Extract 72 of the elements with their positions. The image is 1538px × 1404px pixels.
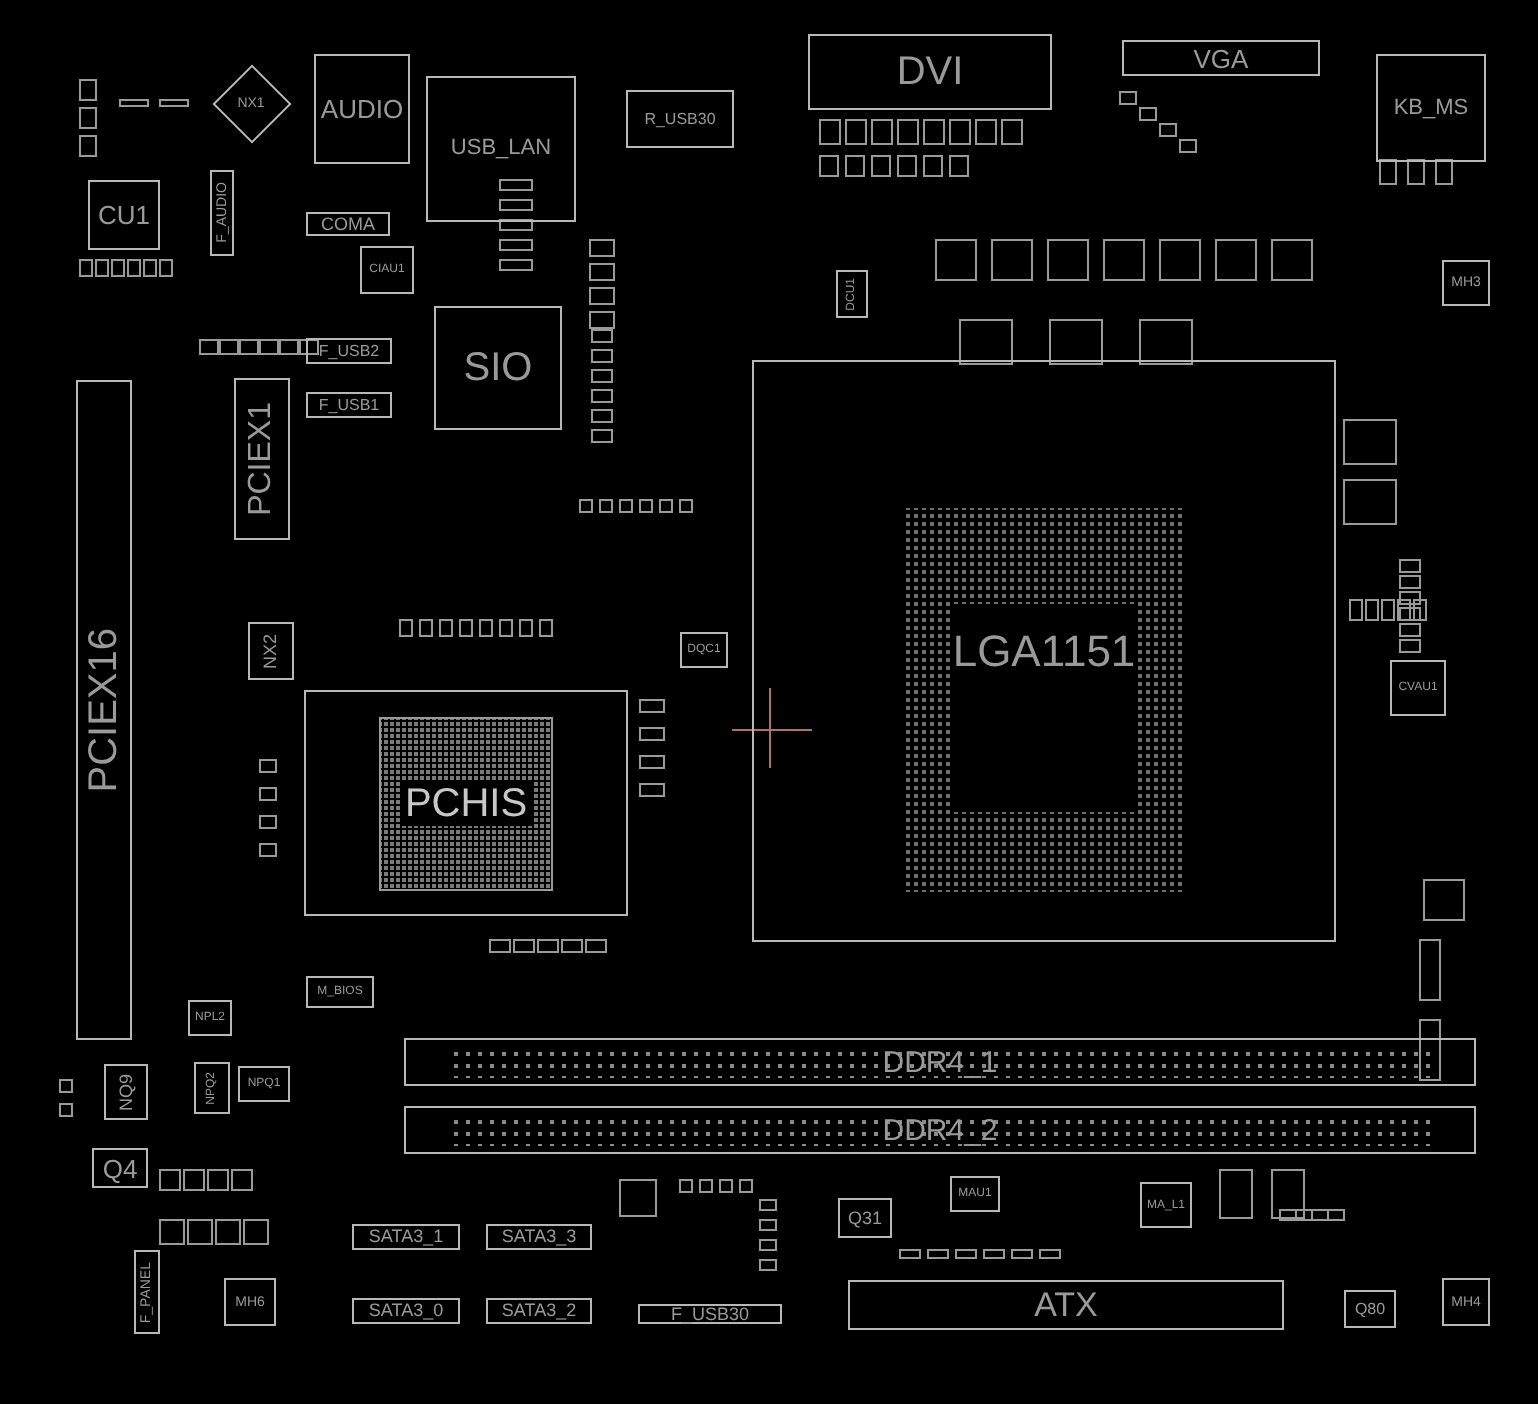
component-label: F_USB1: [318, 397, 380, 413]
component-label: VGA: [1193, 45, 1249, 71]
component-outline: [434, 306, 562, 430]
component-outline: [314, 54, 410, 164]
component-label: PCIEX16: [84, 627, 124, 793]
component-outline: [76, 380, 132, 1040]
component-outline: [1344, 1290, 1396, 1328]
component-outline: [486, 1298, 592, 1324]
component-label: DDR4_2: [882, 1115, 998, 1145]
component-outline: [134, 1250, 160, 1334]
component-outline: [194, 1062, 230, 1114]
component-outline: [352, 1298, 460, 1324]
component-label: CU1: [97, 202, 150, 228]
component-outline: [838, 1198, 892, 1238]
component-outline: [352, 1224, 460, 1250]
component-outline: [104, 1064, 148, 1120]
component-outline: [360, 246, 414, 294]
component-outline: [306, 338, 392, 364]
component-label: SATA3_1: [368, 1228, 444, 1246]
component-label: SATA3_3: [501, 1228, 577, 1246]
component-label: ATX: [1034, 1288, 1098, 1322]
cpu-socket-outline: [752, 360, 1336, 942]
component-outline: [248, 622, 294, 680]
component-outline: [188, 1000, 232, 1036]
component-label: PCHIS: [400, 781, 532, 825]
component-label: AUDIO: [320, 96, 404, 122]
component-outline: [92, 1148, 148, 1188]
component-label: F_USB2: [318, 343, 380, 359]
component-outline: [306, 212, 390, 236]
component-label: SATA3_2: [501, 1302, 577, 1320]
component-outline: [808, 34, 1052, 110]
component-outline: [212, 64, 292, 144]
component-label: SATA3_0: [368, 1302, 444, 1320]
component-label: R_USB30: [644, 111, 716, 127]
component-label: PCIEX1: [246, 402, 278, 516]
memory-slot: [404, 1106, 1476, 1154]
component-outline: [210, 170, 234, 256]
component-label: DDR4_1: [882, 1047, 998, 1077]
component-outline: [950, 1176, 1000, 1212]
component-label: COMA: [321, 215, 375, 233]
component-outline: [1122, 40, 1320, 76]
component-label: SIO: [463, 348, 533, 388]
component-outline: [1140, 1182, 1192, 1228]
component-outline: [626, 90, 734, 148]
component-outline: [238, 1066, 290, 1102]
component-outline: [680, 632, 728, 668]
component-outline: [1390, 660, 1446, 716]
component-outline: [1442, 1278, 1490, 1326]
component-label: Q4: [102, 1155, 138, 1181]
component-outline: [638, 1304, 782, 1324]
component-outline: [426, 76, 576, 222]
component-outline: [486, 1224, 592, 1250]
component-label: F_USB30: [670, 1305, 750, 1323]
component-outline: [224, 1278, 276, 1326]
component-label: LGA1151: [952, 629, 1136, 673]
component-outline: [1376, 54, 1486, 162]
component-label: Q80: [1354, 1301, 1386, 1317]
component-outline: [1442, 260, 1490, 306]
component-outline: [848, 1280, 1284, 1330]
component-label: NX2: [262, 633, 280, 669]
component-outline: [836, 270, 868, 318]
component-label: USB_LAN: [450, 138, 552, 160]
chip-outline: [304, 690, 628, 916]
component-label: Q31: [847, 1209, 882, 1227]
component-label: KB_MS: [1393, 97, 1469, 119]
component-outline: [234, 378, 290, 540]
memory-slot: [404, 1038, 1476, 1086]
component-label: NQ9: [117, 1073, 135, 1111]
component-label: DVI: [896, 52, 964, 92]
component-outline: [306, 976, 374, 1008]
component-outline: [88, 180, 160, 250]
component-outline: [306, 392, 392, 418]
